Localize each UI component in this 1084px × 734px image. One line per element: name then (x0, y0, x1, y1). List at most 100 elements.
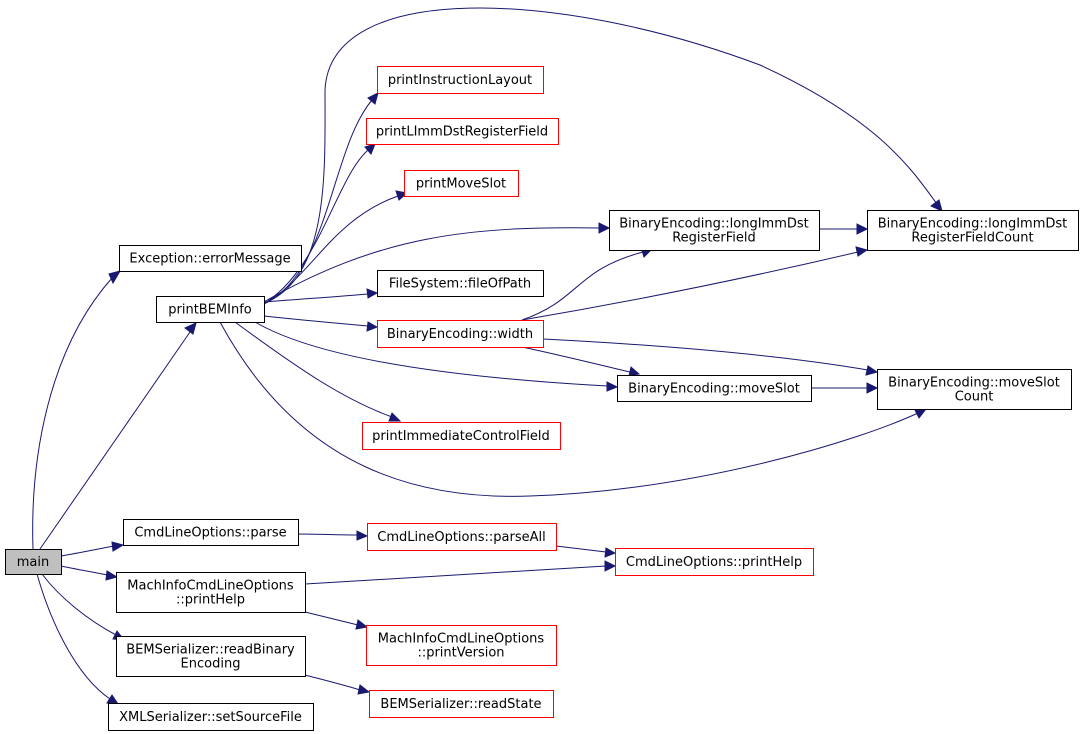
edge-arrowhead (184, 322, 197, 335)
node-label: ::printHelp (176, 593, 245, 608)
edge-print-bem-info-to-print-immediate-control-field (234, 321, 402, 422)
edge-arrowhead (366, 288, 379, 299)
edge-line (521, 346, 631, 373)
edge-cmd-line-options-parse-all-to-cmd-line-options-print-help (555, 545, 617, 558)
edge-print-bem-info-to-file-of-path (263, 288, 379, 303)
edge-binary-encoding-width-to-binary-encoding-move-slot (521, 346, 641, 377)
node-label: Count (955, 390, 994, 405)
edge-line (304, 674, 361, 691)
edge-main-to-xml-serializer-set-source-file (36, 573, 119, 705)
edge-line (263, 293, 369, 303)
node-main[interactable]: main (5, 549, 62, 575)
node-binary-encoding-width[interactable]: BinaryEncoding::width (377, 320, 544, 348)
node-label: printBEMInfo (168, 303, 252, 318)
node-box[interactable] (377, 320, 544, 348)
edge-print-bem-info-to-long-imm-dst-register-field (261, 222, 611, 304)
node-print-bem-info[interactable]: printBEMInfo (156, 296, 265, 323)
node-print-immediate-control-field[interactable]: printImmediateControlField (362, 422, 561, 450)
edge-line (261, 149, 369, 306)
edge-long-imm-dst-register-field-to-long-imm-dst-register-field-count (818, 223, 869, 235)
edge-arrowhead (106, 694, 119, 705)
node-box[interactable] (609, 210, 820, 251)
edge-line (555, 545, 607, 553)
edge-binary-encoding-width-to-binary-encoding-move-slot-count (542, 338, 879, 376)
node-label: ::printVersion (417, 646, 504, 661)
edge-line (234, 321, 393, 418)
node-cmd-line-options-print-help[interactable]: CmdLineOptions::printHelp (615, 548, 814, 576)
node-print-move-slot[interactable]: printMoveSlot (404, 170, 519, 197)
node-label: RegisterField (672, 231, 756, 246)
node-label: Encoding (181, 657, 241, 672)
node-bem-serializer-read-state[interactable]: BEMSerializer::readState (369, 690, 554, 718)
edge-line (261, 227, 601, 304)
node-binary-encoding-move-slot[interactable]: BinaryEncoding::moveSlot (617, 375, 812, 402)
node-xml-serializer-set-source-file[interactable]: XMLSerializer::setSourceFile (108, 703, 314, 731)
edge-line (32, 277, 113, 550)
node-box[interactable] (617, 375, 812, 402)
edge-arrowhead (356, 530, 369, 541)
edge-arrowhead (598, 222, 611, 234)
edge-arrowhead (111, 541, 125, 552)
node-mach-info-print-help[interactable]: MachInfoCmdLineOptions::printHelp (116, 572, 306, 613)
node-box[interactable] (615, 548, 814, 576)
node-box[interactable] (116, 572, 306, 613)
node-box[interactable] (108, 703, 314, 731)
node-exception-error-message[interactable]: Exception::errorMessage (119, 245, 302, 272)
edge-line (263, 315, 369, 327)
node-box[interactable] (366, 625, 557, 666)
edge-line (304, 611, 359, 626)
node-box[interactable] (404, 170, 519, 197)
node-long-imm-dst-register-field-count[interactable]: BinaryEncoding::longImmDstRegisterFieldC… (867, 210, 1079, 251)
node-box[interactable] (377, 270, 544, 297)
node-box[interactable] (123, 519, 299, 546)
edge-arrowhead (930, 199, 943, 212)
edge-line (36, 573, 111, 700)
edge-arrowhead (856, 223, 869, 235)
node-mach-info-print-version[interactable]: MachInfoCmdLineOptions::printVersion (366, 625, 557, 666)
node-box[interactable] (367, 523, 557, 551)
node-cmd-line-options-parse-all[interactable]: CmdLineOptions::parseAll (367, 523, 557, 551)
node-box[interactable] (119, 245, 302, 272)
node-print-limm-dst-register-field[interactable]: printLImmDstRegisterField (366, 118, 559, 145)
node-box[interactable] (366, 118, 559, 145)
edge-arrowhead (355, 619, 369, 630)
edge-main-to-bem-serializer-read-binary-encoding (41, 573, 126, 641)
edge-line (304, 565, 607, 585)
node-file-of-path[interactable]: FileSystem::fileOfPath (377, 270, 544, 297)
edge-arrowhead (606, 381, 619, 392)
edge-print-bem-info-to-print-limm-dst-register-field (261, 143, 376, 306)
node-label: Exception::errorMessage (129, 252, 290, 267)
edge-arrowhead (865, 365, 879, 376)
node-box[interactable] (377, 66, 544, 94)
edge-print-bem-info-to-long-imm-dst-register-field-count (261, 7, 943, 305)
node-box[interactable] (369, 690, 554, 718)
edges (32, 7, 943, 705)
edge-line (542, 338, 869, 371)
node-label: CmdLineOptions::parse (134, 526, 286, 541)
node-box[interactable] (156, 296, 265, 323)
node-label: printLImmDstRegisterField (376, 125, 548, 140)
edge-arrowhead (866, 382, 879, 394)
edge-line (254, 321, 609, 387)
node-label: XMLSerializer::setSourceFile (119, 710, 302, 725)
edge-line (297, 533, 359, 536)
node-box[interactable] (877, 369, 1072, 410)
node-box[interactable] (5, 549, 62, 575)
edge-arrowhead (366, 321, 379, 332)
node-print-instruction-layout[interactable]: printInstructionLayout (377, 66, 544, 94)
nodes: mainException::errorMessageprintBEMInfop… (5, 66, 1079, 731)
node-label: CmdLineOptions::printHelp (626, 555, 802, 570)
edge-bem-serializer-read-binary-encoding-to-bem-serializer-read-state (304, 674, 371, 695)
node-cmd-line-options-parse[interactable]: CmdLineOptions::parse (123, 519, 299, 546)
edge-line (41, 573, 117, 636)
node-box[interactable] (116, 636, 306, 677)
node-box[interactable] (867, 210, 1079, 251)
node-label: MachInfoCmdLineOptions (378, 632, 545, 647)
node-label: BEMSerializer::readBinary (126, 643, 295, 658)
edge-line (39, 331, 191, 550)
node-box[interactable] (362, 422, 561, 450)
